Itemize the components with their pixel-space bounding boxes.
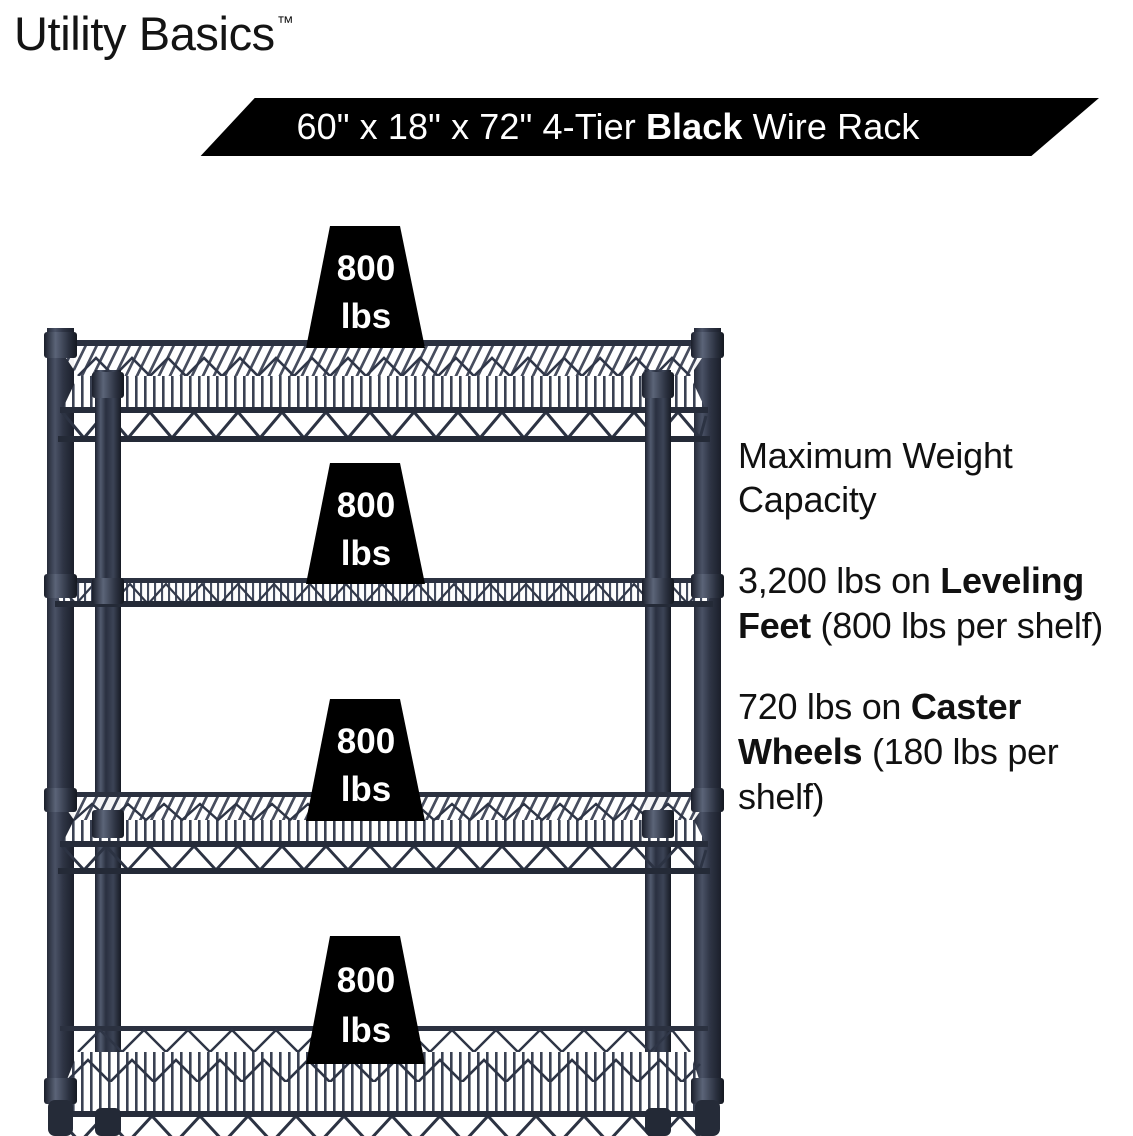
title-banner-text: 60" x 18" x 72" 4-Tier Black Wire Rack — [296, 107, 919, 147]
shelf-4-truss-mid — [65, 1058, 701, 1084]
shelf-1-collars — [44, 332, 724, 398]
shelf-1-truss-lower — [60, 409, 708, 442]
brand-logo: Utility Basics ™ — [14, 8, 294, 60]
capacity-paragraph-leveling-feet: 3,200 lbs on Leveling Feet (800 lbs per … — [738, 558, 1133, 648]
post-front-right — [645, 370, 671, 1115]
shelf-2-front-rail — [55, 601, 713, 607]
shelf-tier-1 — [55, 340, 713, 442]
banner-tiers: 4-Tier — [542, 106, 636, 147]
trademark-symbol: ™ — [276, 13, 294, 32]
leveling-foot-front-left — [95, 1108, 121, 1136]
weight-badge-shape-3 — [306, 699, 425, 821]
foot-collar-rear-left — [44, 1078, 77, 1104]
capacity-heading: Maximum Weight Capacity — [738, 435, 1013, 520]
foot-collar-rear-right — [691, 1078, 724, 1104]
leveling-foot-front-right — [645, 1108, 671, 1136]
leveling-foot-rear-right — [695, 1100, 720, 1136]
weight-badge-value-2: 800 — [337, 486, 395, 525]
shelf-3-truss-lower — [60, 843, 708, 873]
weight-badge-shape-1 — [306, 226, 425, 348]
weight-badge-value-3: 800 — [337, 722, 395, 761]
weight-badge-unit-1: lbs — [341, 297, 392, 336]
leveling-feet-tail: (800 lbs per shelf) — [810, 605, 1104, 646]
title-banner: 60" x 18" x 72" 4-Tier Black Wire Rack — [200, 98, 1099, 156]
banner-dimensions: 60" x 18" x 72" — [296, 106, 533, 147]
shelf-1-front-rail-top — [60, 407, 708, 413]
leveling-feet-lead: 3,200 lbs on — [738, 560, 941, 601]
weight-badge-tier-3: 800 lbs — [306, 699, 425, 821]
post-rear-left — [47, 328, 74, 1088]
shelf-4-truss-lower — [54, 1113, 714, 1136]
weight-badge-tier-1: 800 lbs — [306, 226, 425, 348]
capacity-copy-block: Maximum Weight Capacity 3,200 lbs on Lev… — [738, 434, 1133, 819]
shelf-1-back-slats — [58, 346, 710, 376]
leveling-feet-emphasis: Leveling Feet — [738, 560, 1084, 646]
weight-badge-unit-4: lbs — [341, 1011, 392, 1050]
brand-name: Utility Basics — [14, 7, 275, 60]
banner-color-word: Black — [645, 106, 743, 147]
shelf-3-front-rail-bottom — [58, 868, 710, 874]
leveling-foot-rear-left — [48, 1100, 73, 1136]
shelf-1-truss-upper — [77, 356, 691, 378]
shelf-1-front-rail-bottom — [58, 436, 710, 442]
shelf-1-deck — [62, 376, 706, 410]
caster-wheels-tail: (180 lbs per shelf) — [738, 731, 1059, 817]
banner-product: Wire Rack — [752, 106, 920, 147]
wire-rack-drawing: 800 lbs 800 lbs 800 lbs 800 lbs — [44, 226, 724, 1136]
caster-wheels-lead: 720 lbs on — [738, 686, 911, 727]
weight-badge-value-4: 800 — [337, 961, 395, 1000]
shelf-3-deck — [62, 820, 706, 844]
wire-rack-illustration: 800 lbs 800 lbs 800 lbs 800 lbs — [0, 180, 760, 1136]
caster-wheels-emphasis: Caster Wheels — [738, 686, 1022, 772]
leveling-feet — [44, 1078, 724, 1136]
post-rear-right — [694, 328, 721, 1088]
shelf-4-deck-front — [52, 1082, 712, 1114]
weight-badge-tier-4: 800 lbs — [306, 936, 425, 1064]
shelf-3-front-rail-top — [60, 841, 708, 847]
weight-badge-tier-2: 800 lbs — [306, 463, 425, 584]
weight-badge-shape-2 — [306, 463, 425, 584]
capacity-paragraph-caster-wheels: 720 lbs on Caster Wheels (180 lbs per sh… — [738, 684, 1133, 819]
rack-back-posts — [47, 328, 721, 1088]
weight-badge-shape-4 — [306, 936, 425, 1064]
weight-badge-value-1: 800 — [337, 249, 395, 288]
shelf-4-front-rail — [55, 1111, 715, 1117]
post-front-left — [95, 370, 121, 1115]
rack-front-posts — [95, 370, 671, 1115]
weight-badge-unit-3: lbs — [341, 770, 392, 809]
weight-badge-unit-2: lbs — [341, 534, 392, 573]
